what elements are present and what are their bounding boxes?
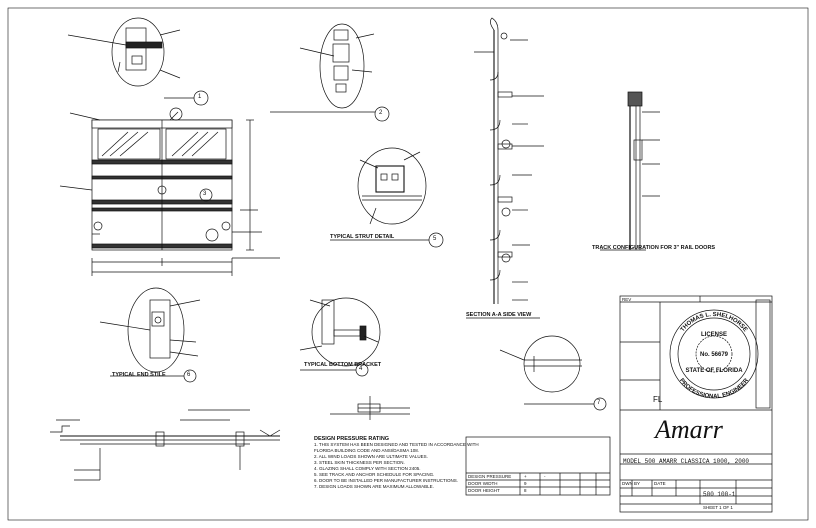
- seal-license: LICENSE: [701, 332, 727, 338]
- end-stile-title: TYPICAL END STILE: [112, 372, 166, 378]
- callout-7: 7: [597, 400, 601, 406]
- note-line: 1. THIS SYSTEM HAS BEEN DESIGNED AND TES…: [314, 442, 479, 447]
- note-line: 6. DOOR TO BE INSTALLED PER MANUFACTURER…: [314, 478, 459, 483]
- note-line: FLORIDA BUILDING CODE AND ANSI/DASMA 108…: [314, 448, 420, 453]
- section-a-side-view: [466, 17, 544, 319]
- notes-heading: DESIGN PRESSURE RATING: [314, 436, 390, 442]
- bottom-bracket-title: TYPICAL BOTTOM BRACKET: [304, 362, 382, 368]
- door-elevation: [59, 107, 280, 276]
- model-title: MODEL 500 AMARR CLASSICA 1000, 2000: [623, 458, 750, 465]
- seal-title: PROFESSIONAL ENGINEER: [678, 377, 750, 400]
- callout-5: 5: [433, 236, 437, 242]
- seal-number: No. 56679: [700, 352, 729, 358]
- sheet-label: SHEET 1 OF 1: [703, 505, 733, 510]
- note-line: 7. DESIGN LOADS SHOWN ARE MAXIMUM ALLOWA…: [314, 484, 434, 489]
- callout-4: 4: [359, 366, 363, 372]
- table-cell: 8: [524, 488, 527, 493]
- drawn-by: DWN BY: [622, 481, 640, 486]
- track-configuration: [600, 91, 660, 251]
- table-row-label: DOOR HEIGHT: [468, 488, 500, 493]
- track-mounting-detail: [50, 409, 281, 481]
- callout-2: 2: [379, 110, 383, 116]
- notes-block: DESIGN PRESSURE RATING 1. THIS SYSTEM HA…: [314, 436, 479, 490]
- callout-3: 3: [203, 191, 207, 197]
- track-config-title: TRACK CONFIGURATION FOR 3" RAIL DOORS: [592, 245, 716, 251]
- note-line: 4. GLAZING SHALL COMPLY WITH SECTION 240…: [314, 466, 421, 471]
- rev-label: REV: [622, 297, 632, 302]
- table-row-label: DESIGN PRESSURE: [468, 474, 512, 479]
- design-schedule: [330, 396, 410, 420]
- table-grid: [465, 436, 611, 496]
- top-left-detail: [67, 17, 209, 106]
- section-a-title: SECTION A-A SIDE VIEW: [466, 312, 532, 318]
- seal-state: STATE OF FLORIDA: [685, 368, 743, 374]
- end-stile-detail: [99, 287, 201, 383]
- table-cell: 9: [524, 481, 527, 486]
- note-line: 5. SEE TRACK AND ANCHOR SCHEDULE FOR SPA…: [314, 472, 435, 477]
- table-cell: +: [524, 474, 527, 479]
- seal-name: THOMAS L. SHELHORSE: [680, 312, 748, 333]
- strut-detail-title: TYPICAL STRUT DETAIL: [330, 234, 395, 240]
- note-line: 2. ALL WIND LOADS SHOWN ARE ULTIMATE VAL…: [314, 454, 428, 459]
- typical-strut: [499, 335, 607, 411]
- brand-logo: Amarr: [655, 415, 723, 444]
- table-cell: -: [544, 474, 546, 479]
- callout-6: 6: [187, 372, 191, 378]
- note-line: 3. STEEL SKIN THICKNESS PER SECTION.: [314, 460, 405, 465]
- drawing-number: 500 100-1: [703, 491, 736, 498]
- date-label: DATE: [654, 481, 666, 486]
- callout-1: 1: [198, 94, 202, 100]
- bottom-bracket-detail: [299, 297, 381, 377]
- state-code: FL: [653, 395, 663, 404]
- top-center-detail: [270, 23, 390, 122]
- title-block: [619, 295, 773, 513]
- engineer-seal: [669, 309, 759, 399]
- strut-detail: [330, 147, 444, 248]
- table-row-label: DOOR WIDTH: [468, 481, 498, 486]
